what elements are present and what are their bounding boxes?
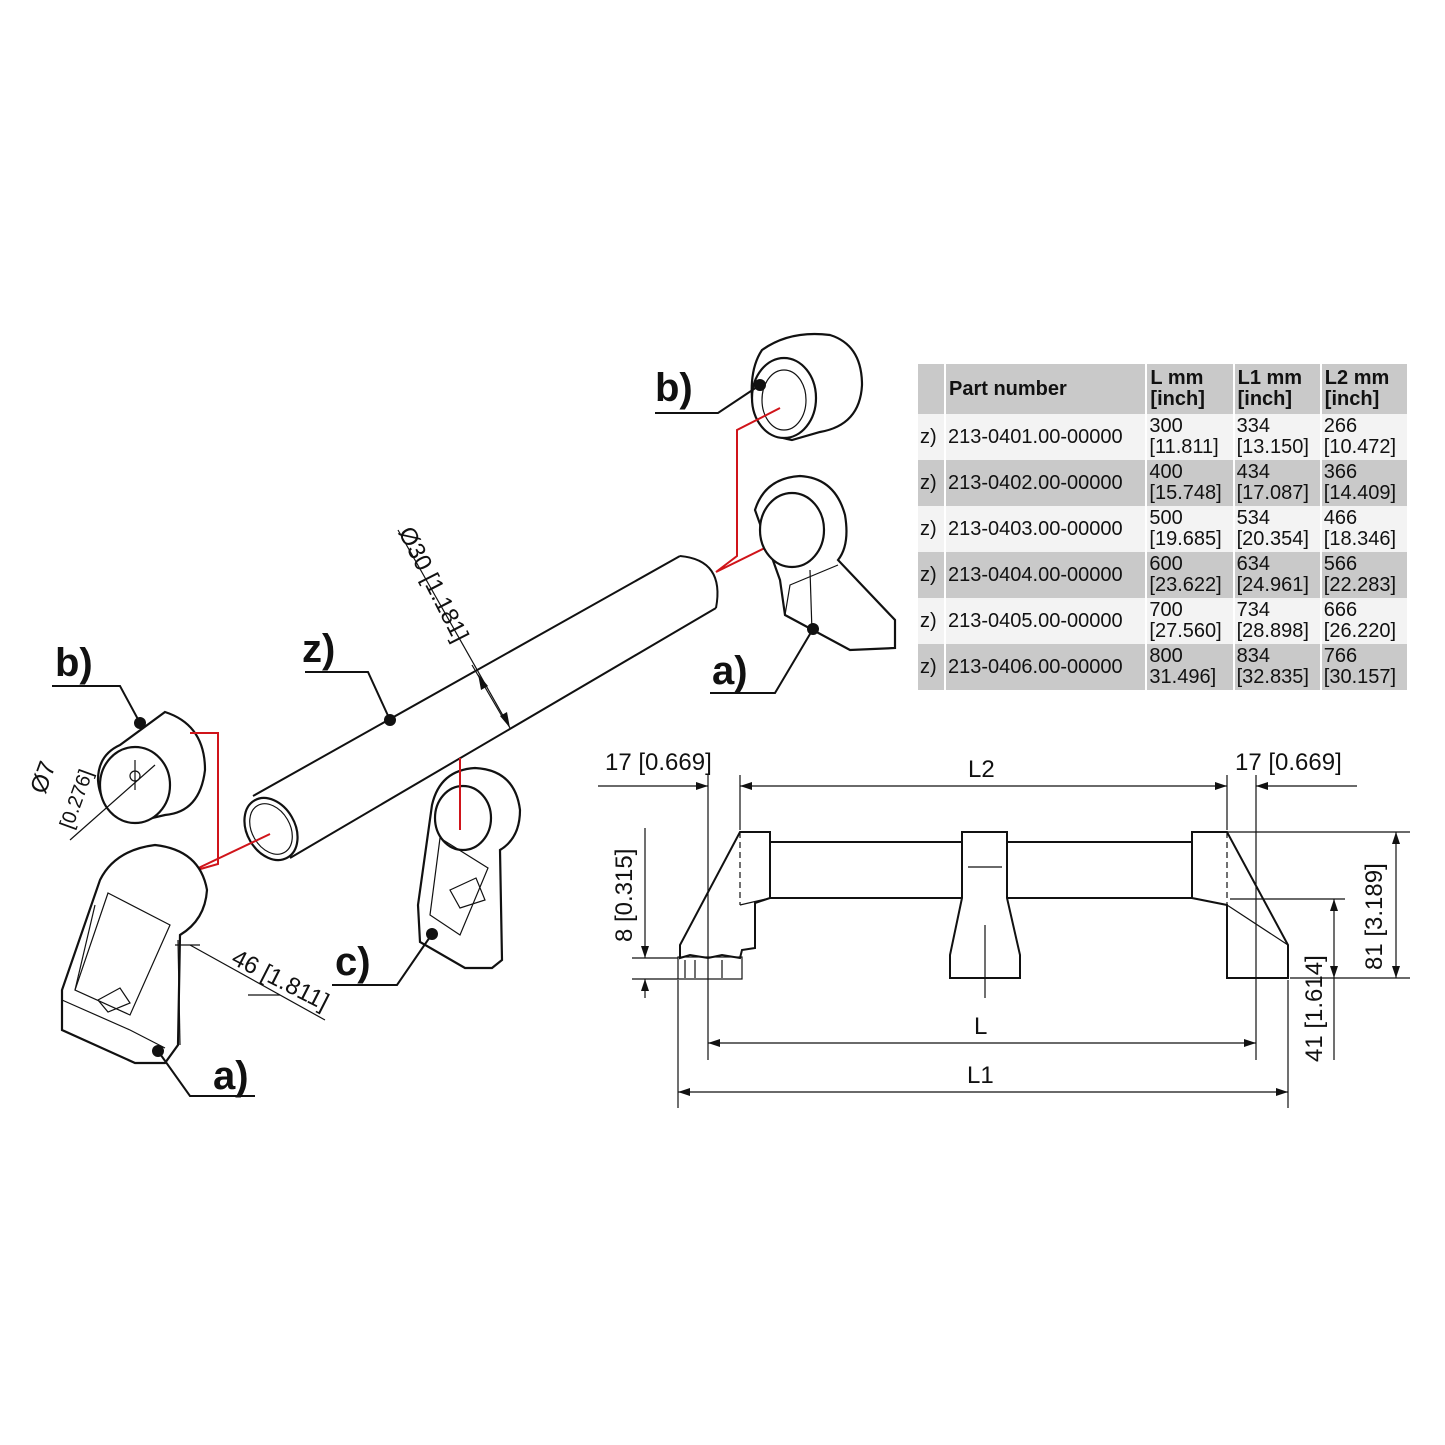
header-l-inch: [inch] xyxy=(1150,388,1205,410)
callout-b-left: b) xyxy=(52,641,146,729)
row-prefix: z) xyxy=(918,506,944,552)
ring-part-b-left xyxy=(96,710,207,825)
header-l2: L2 mm [inch] xyxy=(1321,364,1407,414)
table-row: z) 213-0402.00-00000 400[15.748] 434[17.… xyxy=(918,460,1407,506)
callout-z-label: z) xyxy=(302,627,335,671)
foot-width-dimension: 46 [1.811] xyxy=(175,944,333,1021)
tube-part-z xyxy=(243,555,719,862)
row-l2: 366[14.409] xyxy=(1321,460,1407,506)
header-l-mm: L mm xyxy=(1150,367,1204,389)
side-view-drawing xyxy=(677,831,1289,998)
height-dimensions: 81 [3.189] 41 [1.614] xyxy=(1227,831,1410,1062)
bottom-dimensions: L L1 xyxy=(677,980,1289,1108)
l-label: L xyxy=(974,1013,987,1040)
row-part-number: 213-0401.00-00000 xyxy=(946,414,1146,460)
callout-c-label: c) xyxy=(335,940,371,984)
row-l1: 734[28.898] xyxy=(1234,598,1320,644)
row-l1: 434[17.087] xyxy=(1234,460,1320,506)
end-right-label: 17 [0.669] xyxy=(1235,749,1342,776)
row-l: 400[15.748] xyxy=(1147,460,1233,506)
base-height-label: 8 [0.315] xyxy=(611,849,638,942)
top-dimensions: 17 [0.669] 17 [0.669] L2 xyxy=(598,749,1357,1060)
assembly-line-left xyxy=(189,732,271,873)
foot-width-label: 46 [1.811] xyxy=(227,944,333,1016)
callout-b-top: b) xyxy=(655,366,766,414)
callout-a-right: a) xyxy=(710,623,819,694)
header-l1-inch: [inch] xyxy=(1237,388,1293,410)
assembly-line-right xyxy=(715,407,786,573)
callout-b-left-label: b) xyxy=(55,641,93,685)
row-l: 500[19.685] xyxy=(1147,506,1233,552)
row-l: 600[23.622] xyxy=(1147,552,1233,598)
header-l: L mm [inch] xyxy=(1147,364,1233,414)
header-part-number: Part number xyxy=(946,364,1146,414)
row-l2: 666[26.220] xyxy=(1321,598,1407,644)
table-row: z) 213-0404.00-00000 600[23.622] 634[24.… xyxy=(918,552,1407,598)
foot-part-a-right xyxy=(753,474,897,652)
header-l2-inch: [inch] xyxy=(1324,388,1380,410)
row-l1: 334[13.150] xyxy=(1234,414,1320,460)
row-l1: 834[32.835] xyxy=(1234,644,1320,690)
header-l2-mm: L2 mm xyxy=(1324,367,1390,389)
row-part-number: 213-0402.00-00000 xyxy=(946,460,1146,506)
callout-a-left: a) xyxy=(152,1045,255,1098)
base-height-dimension: 8 [0.315] xyxy=(611,828,678,998)
foot-part-a-left xyxy=(60,843,209,1065)
header-l1-mm: L1 mm xyxy=(1237,367,1303,389)
row-part-number: 213-0404.00-00000 xyxy=(946,552,1146,598)
row-prefix: z) xyxy=(918,552,944,598)
row-l: 700[27.560] xyxy=(1147,598,1233,644)
hole-diameter-inch: [0.276] xyxy=(56,767,98,832)
tube-height-label: 41 [1.614] xyxy=(1301,955,1328,1062)
row-l2: 766[30.157] xyxy=(1321,644,1407,690)
callout-a-right-label: a) xyxy=(712,649,748,693)
l2-label: L2 xyxy=(968,756,995,783)
callout-a-left-label: a) xyxy=(213,1054,249,1098)
end-left-label: 17 [0.669] xyxy=(605,749,712,776)
row-part-number: 213-0405.00-00000 xyxy=(946,598,1146,644)
ring-part-b-top xyxy=(750,332,864,442)
row-l: 300[11.811] xyxy=(1147,414,1233,460)
l1-label: L1 xyxy=(967,1062,994,1089)
row-l2: 566[22.283] xyxy=(1321,552,1407,598)
row-l2: 266[10.472] xyxy=(1321,414,1407,460)
callout-b-top-label: b) xyxy=(655,366,693,410)
table-row: z) 213-0403.00-00000 500[19.685] 534[20.… xyxy=(918,506,1407,552)
row-prefix: z) xyxy=(918,644,944,690)
row-part-number: 213-0403.00-00000 xyxy=(946,506,1146,552)
tube-diameter-dimension: Ø30 [1.181] xyxy=(393,522,511,729)
table-row: z) 213-0405.00-00000 700[27.560] 734[28.… xyxy=(918,598,1407,644)
header-prefix xyxy=(918,364,944,414)
row-l1: 534[20.354] xyxy=(1234,506,1320,552)
parts-table: Part number L mm [inch] L1 mm [inch] L2 … xyxy=(916,364,1409,690)
row-l1: 634[24.961] xyxy=(1234,552,1320,598)
row-l2: 466[18.346] xyxy=(1321,506,1407,552)
callout-z: z) xyxy=(302,627,396,726)
row-prefix: z) xyxy=(918,460,944,506)
row-prefix: z) xyxy=(918,598,944,644)
table-row: z) 213-0401.00-00000 300[11.811] 334[13.… xyxy=(918,414,1407,460)
header-l1: L1 mm [inch] xyxy=(1234,364,1320,414)
foot-part-c-middle xyxy=(416,766,522,970)
total-height-label: 81 [3.189] xyxy=(1361,863,1388,970)
tube-diameter-label: Ø30 [1.181] xyxy=(393,522,474,646)
row-prefix: z) xyxy=(918,414,944,460)
callout-c: c) xyxy=(332,928,438,986)
parts-table-header: Part number L mm [inch] L1 mm [inch] L2 … xyxy=(918,364,1407,414)
row-part-number: 213-0406.00-00000 xyxy=(946,644,1146,690)
hole-diameter-mm: Ø7 xyxy=(25,758,61,797)
